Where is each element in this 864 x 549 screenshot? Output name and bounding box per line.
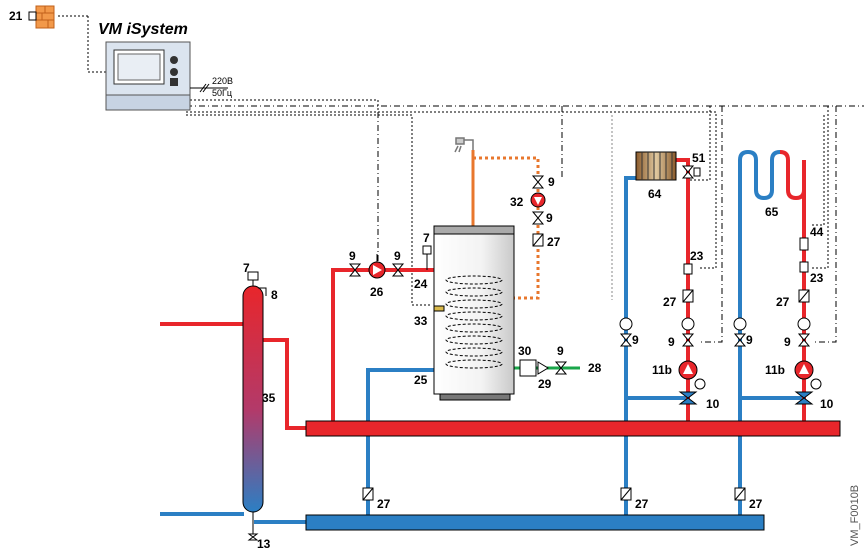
tank-air-vent [422, 245, 432, 270]
valve-9b-label: 9 [394, 249, 401, 263]
mixing-valve-10b[interactable] [794, 378, 822, 405]
signal-wiring [58, 15, 864, 343]
thermostat-valve-label: 51 [692, 151, 706, 165]
check-valve-27c[interactable] [362, 487, 374, 501]
separator-label: 35 [262, 391, 276, 405]
pump-26[interactable] [368, 254, 386, 279]
check-27e-label: 27 [749, 497, 763, 511]
shower-head-icon [454, 137, 474, 153]
gauge-9b-label: 9 [784, 335, 791, 349]
vent-8-label: 8 [271, 288, 278, 302]
pump-11b-b-label: 11b [765, 363, 785, 377]
controller-title: VM iSystem [98, 21, 188, 38]
pressure-gauge-9b [797, 317, 811, 347]
pump-32-label: 32 [510, 195, 524, 209]
pump-11b-a[interactable] [678, 360, 698, 380]
check-27c-label: 27 [377, 497, 391, 511]
mixing-valve-10a[interactable] [678, 378, 706, 405]
check-valve-27-dhw[interactable] [532, 233, 544, 247]
check-27a-label: 27 [663, 295, 677, 309]
hot-to-manifold-pipe [254, 338, 308, 430]
valve-9-cold[interactable] [554, 361, 568, 375]
floor-loop-cold [738, 149, 781, 398]
cold-in-label: 28 [588, 361, 602, 375]
valve-9-dhw-bot[interactable] [531, 211, 545, 225]
valve-9a-label: 9 [349, 249, 356, 263]
hydraulic-separator [242, 285, 264, 513]
check-valve-27e[interactable] [734, 487, 746, 501]
hot-manifold [305, 420, 841, 437]
check-27-dhw-label: 27 [547, 235, 561, 249]
gauge-9a-label: 9 [668, 335, 675, 349]
gauge-9d-label: 9 [746, 333, 753, 347]
drain-label: 13 [257, 537, 271, 549]
pump-26-label: 26 [370, 285, 384, 299]
pump-11b-b[interactable] [794, 360, 814, 380]
tank-supply-pipe [331, 268, 434, 428]
outdoor-sensor-label: 21 [9, 9, 23, 23]
radiator-return-riser [624, 176, 640, 398]
sensor-33-label: 33 [414, 314, 428, 328]
connection-25-label: 25 [414, 373, 428, 387]
power-frequency: 50Гц [212, 88, 232, 98]
pump-11b-a-label: 11b [652, 363, 672, 377]
connection-24-label: 24 [414, 277, 428, 291]
sensor-23a-label: 23 [690, 249, 704, 263]
valve-9b[interactable] [391, 263, 405, 277]
air-vent-label: 7 [243, 261, 250, 275]
valve-9-dhw-bot-label: 9 [546, 211, 553, 225]
limit-thermostat-44 [799, 237, 809, 251]
dhw-circulation-pipe [473, 156, 540, 300]
dhw-storage-tank [433, 225, 515, 401]
sensor-23a [683, 263, 693, 275]
limit-44-label: 44 [810, 225, 824, 239]
check-valve-27d[interactable] [620, 487, 632, 501]
power-supply-line [190, 83, 228, 93]
sensor-23b-label: 23 [810, 271, 824, 285]
check-valve-27a[interactable] [682, 289, 694, 303]
tank-return-pipe [366, 368, 434, 522]
outlet-29-label: 29 [538, 377, 552, 391]
drain-valve[interactable] [247, 512, 259, 541]
radiator-label: 64 [648, 187, 662, 201]
valve-9-dhw-top[interactable] [531, 175, 545, 189]
pressure-gauge-9a [681, 317, 695, 347]
outdoor-sensor [28, 5, 55, 29]
pressure-gauge-9c [619, 317, 633, 347]
radiator-64 [635, 151, 677, 181]
cold-manifold [305, 514, 765, 531]
valve-9a[interactable] [348, 263, 362, 277]
check-valve-27b[interactable] [798, 289, 810, 303]
power-voltage: 220В [212, 76, 233, 86]
floor-heating-label: 65 [765, 205, 779, 219]
tank-air-vent-label: 7 [423, 231, 430, 245]
pressure-gauge-9d [733, 317, 747, 347]
check-27b-label: 27 [776, 295, 790, 309]
thermostatic-valve-51[interactable] [681, 165, 701, 179]
safety-group-label: 30 [518, 344, 532, 358]
pump-32[interactable] [530, 192, 546, 208]
figure-code: VM_F0010B [849, 485, 861, 546]
valve-9-dhw-top-label: 9 [548, 175, 555, 189]
check-27d-label: 27 [635, 497, 649, 511]
separator-air-vent [247, 271, 267, 296]
floor-loop-hot [779, 150, 806, 428]
sensor-23b [799, 261, 809, 273]
mixer-10b-label: 10 [820, 397, 834, 411]
valve-9-cold-label: 9 [557, 344, 564, 358]
controller-unit[interactable] [105, 41, 191, 111]
safety-group-30[interactable] [519, 359, 549, 377]
gauge-9c-label: 9 [632, 333, 639, 347]
mixer-10a-label: 10 [706, 397, 720, 411]
